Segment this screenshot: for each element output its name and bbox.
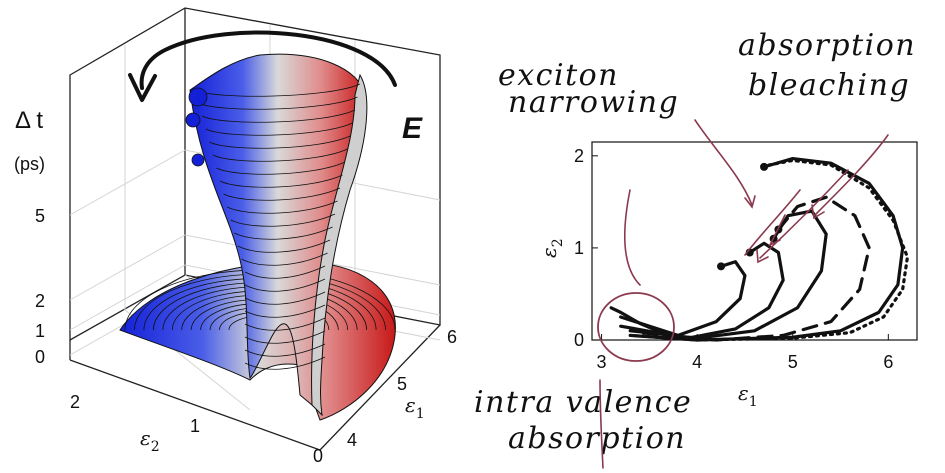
r-ytick-0: 0 <box>574 330 584 350</box>
annotation-exciton-2: narrowing <box>508 85 679 120</box>
tube-contour-3 <box>205 122 353 136</box>
tube-contour-13 <box>241 252 328 266</box>
r-y-axis-label: ε2 <box>537 238 566 258</box>
tube-contour-18 <box>244 317 326 331</box>
series-6 <box>609 306 699 342</box>
trajectory-panel: 0 1 2 3 4 5 6 ε2 ε1 exciton narrowing absorpt… <box>474 28 918 469</box>
series-start-5 <box>717 262 726 271</box>
tube-contour-19 <box>244 330 326 344</box>
series-3 <box>628 209 828 340</box>
plot-frame <box>591 141 918 341</box>
series-1 <box>628 156 905 342</box>
annotation-intra-1: intra valence <box>474 385 692 420</box>
tube-contour-20 <box>244 343 326 357</box>
r-xtick-3: 6 <box>883 352 893 372</box>
annotation-intra-2: absorption <box>508 421 686 456</box>
y-tick-labels: 0 1 2 <box>574 146 598 350</box>
tube-contour-8 <box>223 187 341 201</box>
r-xtick-0: 3 <box>597 352 607 372</box>
tube-contour-9 <box>226 200 338 214</box>
x-axis-label: ε2 <box>140 426 160 455</box>
y-tick-labels: 4 5 6 <box>347 327 457 450</box>
tube-contour-1 <box>198 96 358 110</box>
tube-contour-15 <box>244 278 326 292</box>
annotation-arrows <box>599 119 889 469</box>
r-x-axis-label: ε1 <box>738 381 758 410</box>
r-ytick-1: 1 <box>574 238 584 258</box>
tube-contour-21 <box>244 356 326 370</box>
y-tick-2: 6 <box>447 327 457 347</box>
tube-contour-16 <box>244 291 326 305</box>
z-tick-1: 1 <box>35 321 45 341</box>
series-4 <box>619 241 785 340</box>
tube-contour-11 <box>234 226 333 240</box>
tube-contour-14 <box>244 265 326 279</box>
tube-contour-5 <box>212 148 348 162</box>
series-lines <box>609 156 910 342</box>
annotation-bleaching-2: bleaching <box>748 68 910 103</box>
x-tick-labels: 0 1 2 <box>70 392 323 466</box>
r-xtick-1: 4 <box>692 352 702 372</box>
tube-contour-2 <box>201 109 356 123</box>
x-tick-2: 2 <box>70 392 80 412</box>
tube-contour-10 <box>230 213 336 227</box>
z-axis-unit: (ps) <box>14 154 45 174</box>
z-tick-3: 5 <box>35 206 45 226</box>
z-tick-labels: 0 1 2 5 <box>35 206 45 367</box>
series-start-1 <box>760 162 769 171</box>
annotation-exciton-1: exciton <box>498 58 619 93</box>
z-axis-label: Δ t <box>15 107 43 134</box>
annotation-bleaching-1: absorption <box>738 28 916 63</box>
tube-contour-12 <box>237 239 331 253</box>
z-tick-0: 0 <box>35 347 45 367</box>
surface-panel: E Δ t (ps) 0 1 2 5 0 1 2 4 5 6 ε2 ε1 <box>14 7 457 466</box>
tube-contour-4 <box>209 135 351 149</box>
tube-contour-6 <box>216 161 346 175</box>
field-label: E <box>402 112 423 145</box>
annotation-circle <box>597 292 675 362</box>
x-tick-0: 0 <box>313 446 323 466</box>
tube-contour-7 <box>219 174 343 188</box>
z-tick-2: 2 <box>35 291 45 311</box>
series-2 <box>638 195 871 342</box>
y-tick-1: 5 <box>397 374 407 394</box>
r-ytick-2: 2 <box>574 146 584 166</box>
r-xtick-2: 5 <box>788 352 798 372</box>
x-tick-1: 1 <box>190 416 200 436</box>
y-tick-0: 4 <box>347 430 357 450</box>
y-axis-label: ε1 <box>405 393 425 422</box>
tube-contour-17 <box>244 304 326 318</box>
